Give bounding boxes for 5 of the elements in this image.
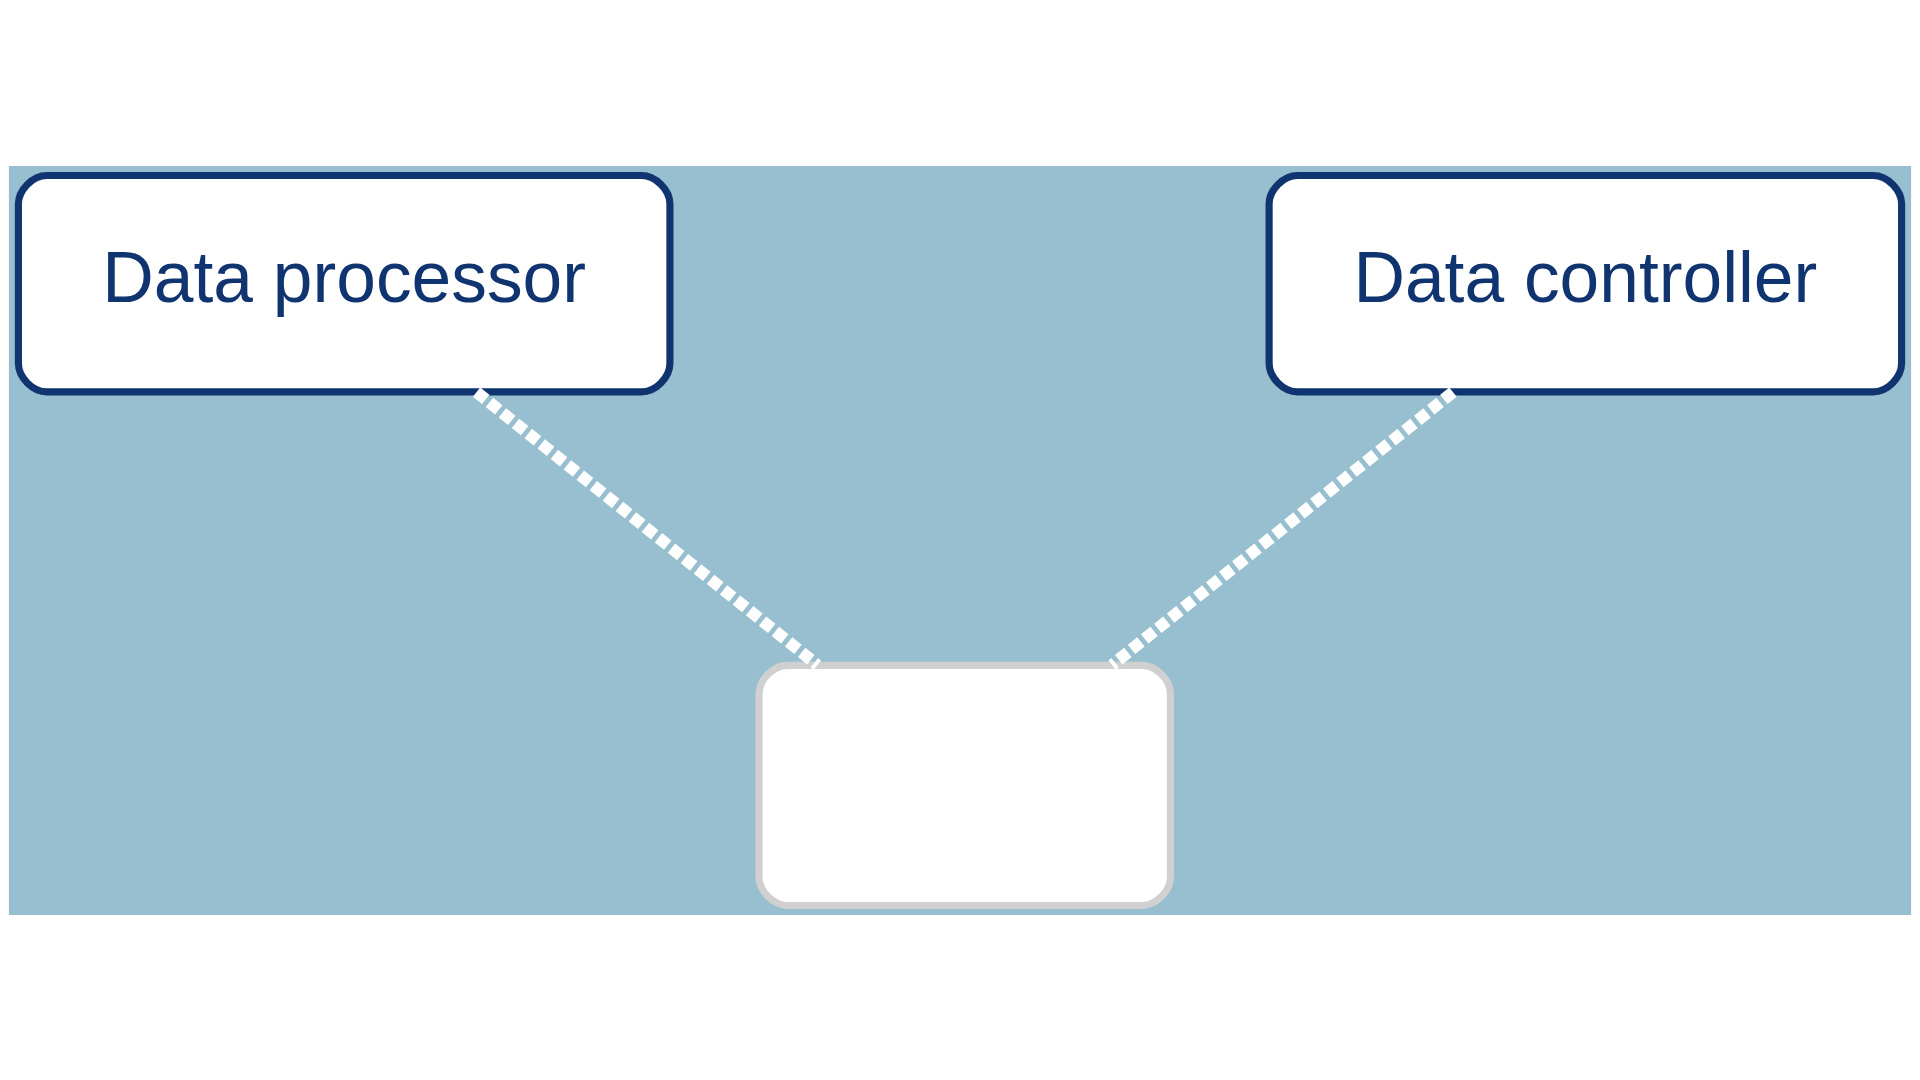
node-box: Data processor [14,171,674,395]
connector [1108,386,1457,670]
connector [472,386,822,670]
node-box [755,661,1174,909]
node-box: Data controller [1265,171,1906,395]
